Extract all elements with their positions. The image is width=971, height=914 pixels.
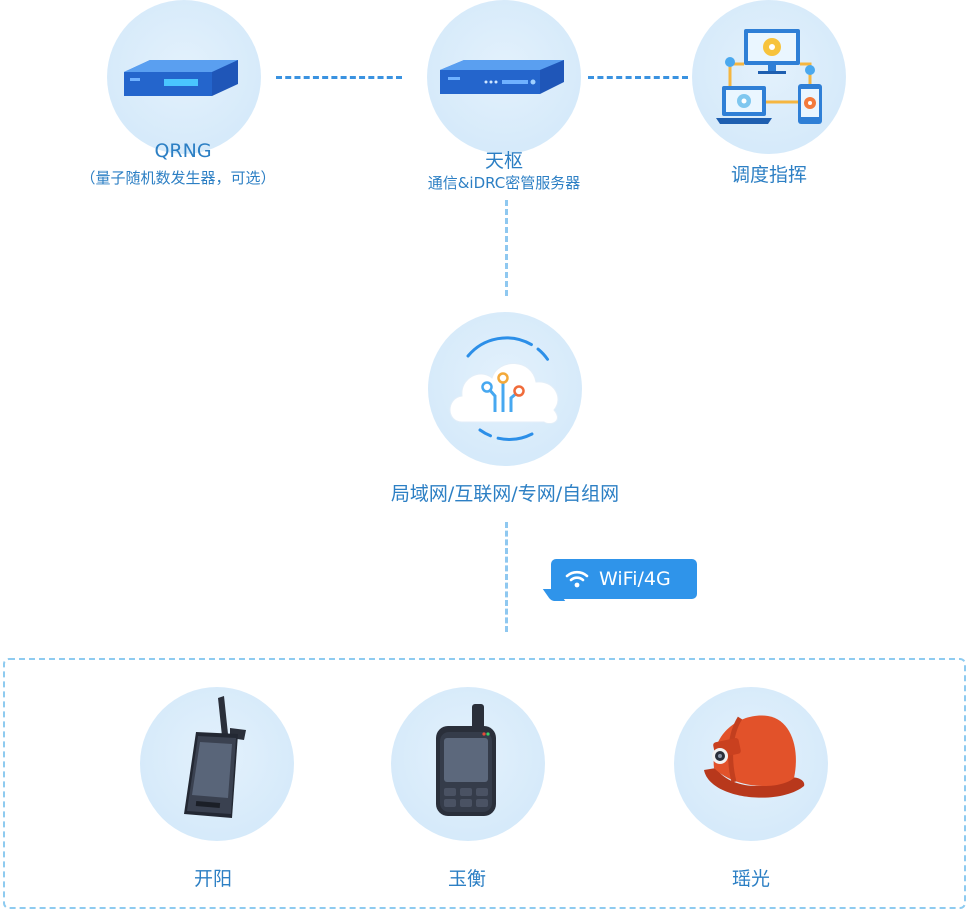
link-tianshu-network	[505, 200, 508, 296]
server-icon	[440, 60, 564, 94]
badge-label: WiFi/4G	[599, 568, 671, 590]
safety-helmet-icon	[704, 715, 805, 798]
dispatch-devices-icon	[716, 29, 822, 124]
wifi-icon	[565, 570, 589, 588]
cloud-network-icon	[449, 336, 559, 441]
link-network-devices	[505, 522, 508, 632]
yuheng-title: 玉衡	[447, 868, 487, 890]
tianshu-subtitle: 通信&iDRC密管服务器	[427, 174, 581, 192]
rugged-phone-icon	[184, 696, 246, 818]
devices-group-box	[3, 658, 966, 909]
qrng-title: QRNG	[154, 140, 212, 162]
network-title: 局域网/互联网/专网/自组网	[390, 483, 620, 505]
link-qrng-tianshu	[276, 76, 402, 79]
handheld-terminal-icon	[436, 704, 496, 816]
dispatch-node-circle	[692, 0, 846, 154]
tianshu-title: 天枢	[484, 150, 524, 172]
server-icon	[124, 60, 238, 96]
qrng-subtitle: （量子随机数发生器，可选）	[80, 169, 276, 187]
link-tianshu-dispatch	[588, 76, 688, 79]
dispatch-title: 调度指挥	[730, 164, 808, 186]
kaiyang-title: 开阳	[193, 868, 233, 890]
yaoguang-title: 瑶光	[731, 868, 771, 890]
wifi-4g-badge: WiFi/4G	[542, 559, 697, 601]
badge-tail	[542, 589, 566, 601]
